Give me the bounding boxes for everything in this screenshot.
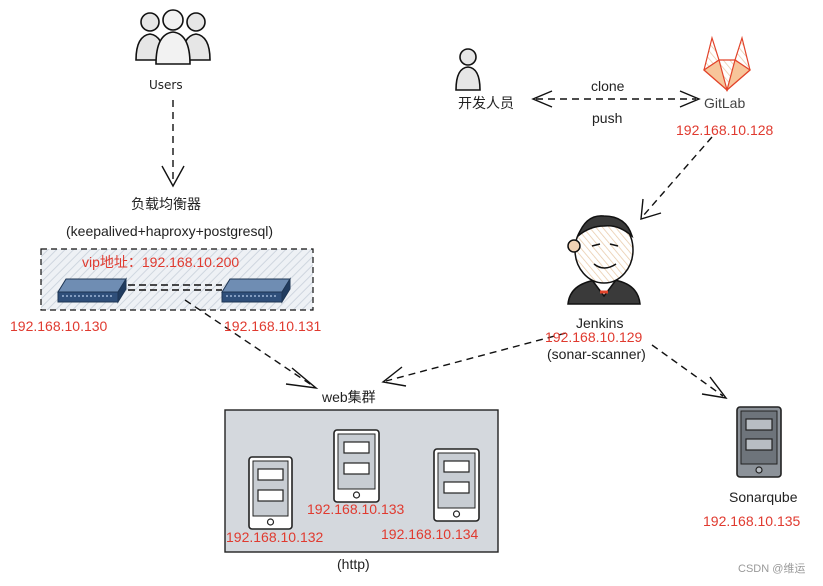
server-3-ip: 192.168.10.134 [381,526,479,542]
jenkins-ip: 192.168.10.129 [545,329,643,345]
users-icon [135,9,211,65]
users-label: Users [149,78,183,92]
switch-link [128,284,222,291]
sonarqube-label: Sonarqube [729,489,798,505]
arrow-gitlab-to-jenkins [640,136,713,220]
gitlab-ip: 192.168.10.128 [676,122,774,138]
server-3-icon [433,448,480,522]
developer-label: 开发人员 [458,95,514,111]
edge-clone-label: clone [591,78,625,94]
arrow-jenkins-to-web [381,332,567,387]
sonarqube-ip: 192.168.10.135 [703,513,801,529]
arrow-users-to-lb [161,100,185,188]
jenkins-label: Jenkins [576,315,624,331]
lb-node-b-ip: 192.168.10.131 [224,318,322,334]
lb-vip: vip地址：192.168.10.200 [82,254,240,270]
gitlab-icon [703,35,751,92]
jenkins-note: (sonar-scanner) [547,346,646,362]
edge-push-label: push [592,110,623,126]
switch-a-icon [57,277,127,304]
switch-b-icon [221,277,291,304]
lb-node-a-ip: 192.168.10.130 [10,318,108,334]
lb-subtitle: (keepalived+haproxy+postgresql) [66,223,274,239]
jenkins-icon [567,215,641,305]
developer-icon [455,48,481,91]
lb-title: 负载均衡器 [131,196,201,212]
server-2-icon [333,429,380,503]
server-1-ip: 192.168.10.132 [226,529,324,545]
watermark: CSDN @维运 [738,563,806,575]
arrow-jenkins-to-sonarqube [651,344,728,399]
sonarqube-server-icon [736,406,782,478]
web-cluster-protocol: (http) [337,556,370,572]
web-cluster-label: web集群 [322,389,376,405]
server-2-ip: 192.168.10.133 [307,501,405,517]
server-1-icon [248,456,293,530]
arrow-dev-gitlab [531,90,701,108]
gitlab-label: GitLab [704,95,746,111]
arrow-lb-to-web [184,299,319,390]
